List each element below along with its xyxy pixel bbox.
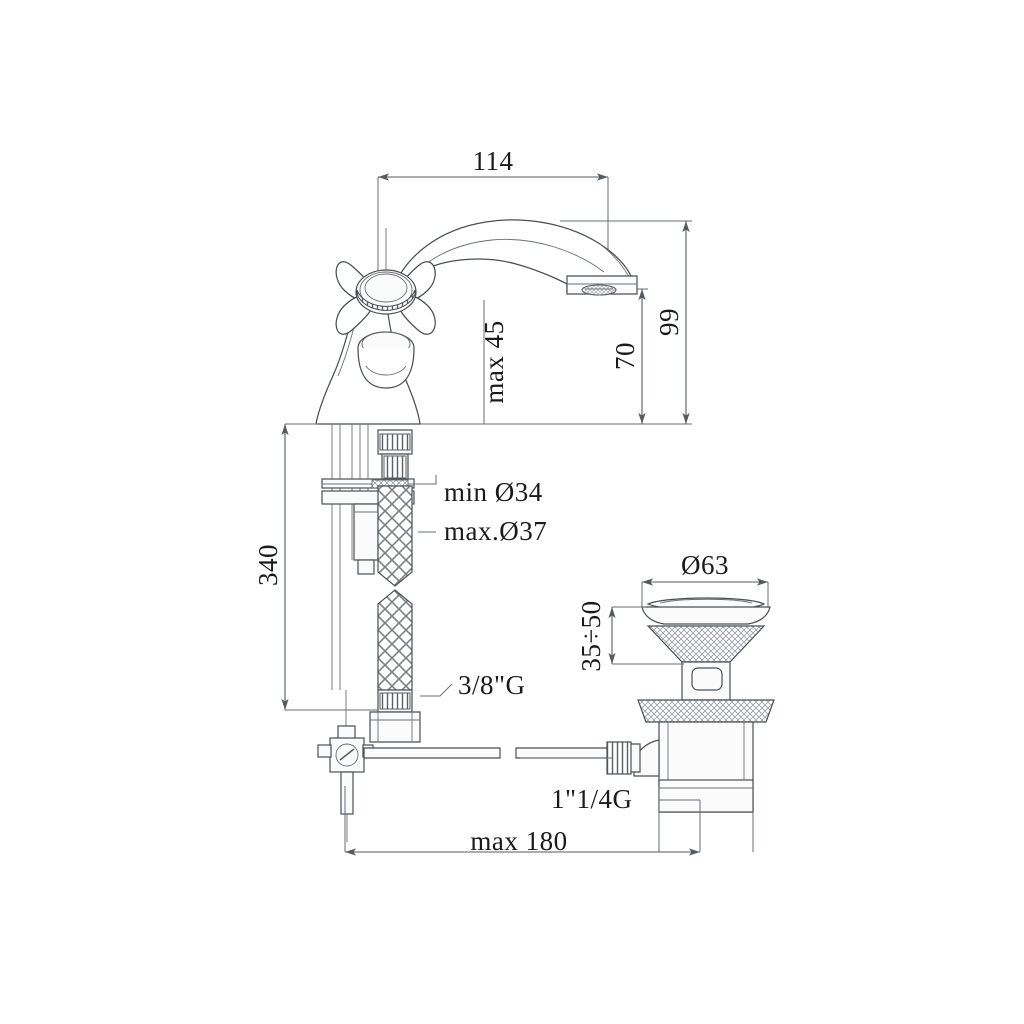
flexible-hose (377, 485, 413, 713)
leader-hole-diameter (414, 475, 437, 533)
label-hole-min-diameter: min Ø34 (444, 477, 543, 507)
label-overall-height: 99 (654, 308, 684, 336)
label-flange-diameter: Ø63 (681, 550, 729, 580)
dimension-overall-height (420, 220, 692, 425)
label-max-clearance: max 45 (479, 320, 509, 403)
cross-handle (335, 228, 436, 389)
dimension-max-waste-length (344, 786, 701, 856)
pop-up-lever (317, 690, 613, 842)
hose-nut (369, 711, 421, 743)
label-basin-thickness: 35÷50 (576, 600, 606, 671)
dimension-basin-thickness (608, 606, 684, 665)
shank-nut (353, 503, 379, 575)
label-hole-max-diameter: max.Ø37 (444, 516, 547, 546)
leader-outlet-thread (658, 786, 754, 852)
aerator (566, 275, 638, 296)
label-max-waste-length: max 180 (470, 826, 567, 856)
dimension-hose-length (281, 423, 378, 711)
label-outlet-thread: 1"1/4G (551, 784, 633, 814)
label-spout-height: 70 (610, 342, 640, 370)
label-spout-reach: 114 (473, 146, 514, 176)
waste-assembly (520, 597, 775, 813)
dimension-flange-diameter (641, 578, 769, 608)
label-inlet-thread: 3/8"G (458, 670, 526, 700)
leader-inlet-thread (420, 683, 453, 697)
label-hose-length: 340 (253, 544, 283, 586)
